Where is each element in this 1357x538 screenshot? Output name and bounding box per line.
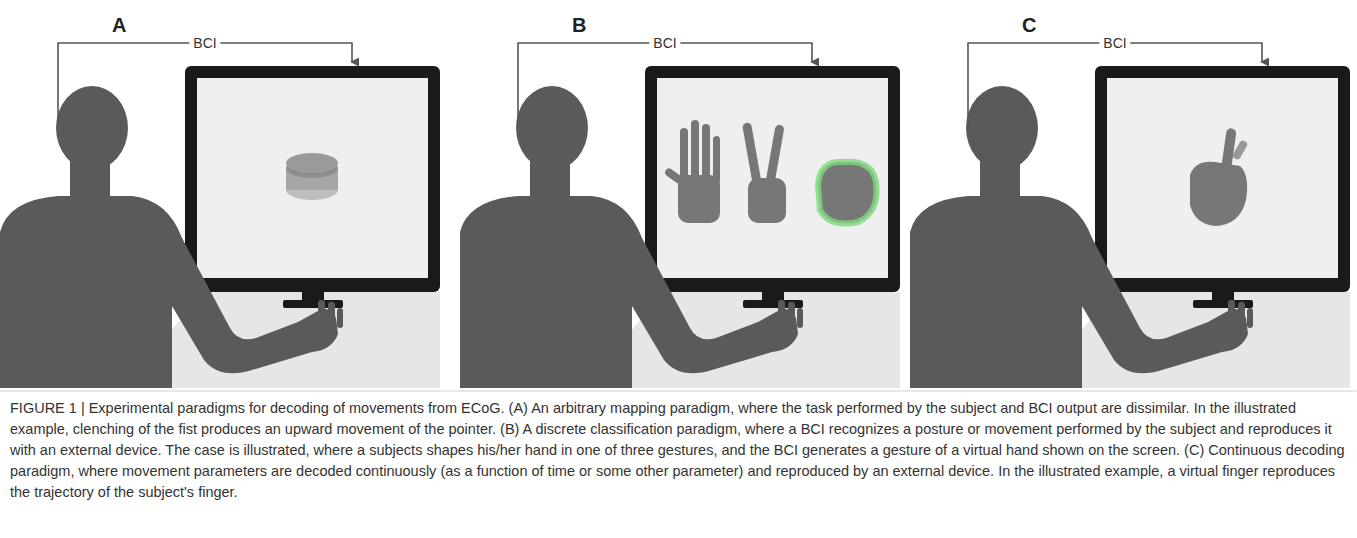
figure-shape [1232, 139, 1249, 160]
bci-label: BCI [649, 35, 680, 51]
panel-letter: A [112, 14, 126, 37]
virtual-finger-hand [1190, 128, 1248, 226]
figure-shape [748, 178, 786, 223]
caption-rule [0, 391, 1357, 392]
figure-shape [713, 136, 720, 184]
panel-letter: B [572, 14, 586, 37]
figure-shape [742, 122, 762, 185]
figure-shape [680, 128, 688, 182]
bci-label: BCI [1099, 35, 1130, 51]
panel-c-scene [910, 43, 1350, 388]
panel-b-scene [460, 43, 900, 388]
figure-shape [818, 162, 877, 224]
figure-shape [691, 120, 699, 180]
pointer-puck [286, 153, 338, 200]
panel-a-scene [0, 43, 440, 388]
figure-shape [765, 124, 784, 185]
figure-shape [1221, 128, 1237, 173]
figure-shape [286, 153, 338, 173]
figure-shape [702, 124, 710, 182]
figure-shape [1190, 162, 1247, 226]
gesture-icons [664, 120, 877, 224]
figure-caption: FIGURE 1 | Experimental paradigms for de… [10, 398, 1345, 503]
panel-letter: C [1022, 14, 1036, 37]
bci-label: BCI [189, 35, 220, 51]
figure-shape [664, 167, 685, 185]
